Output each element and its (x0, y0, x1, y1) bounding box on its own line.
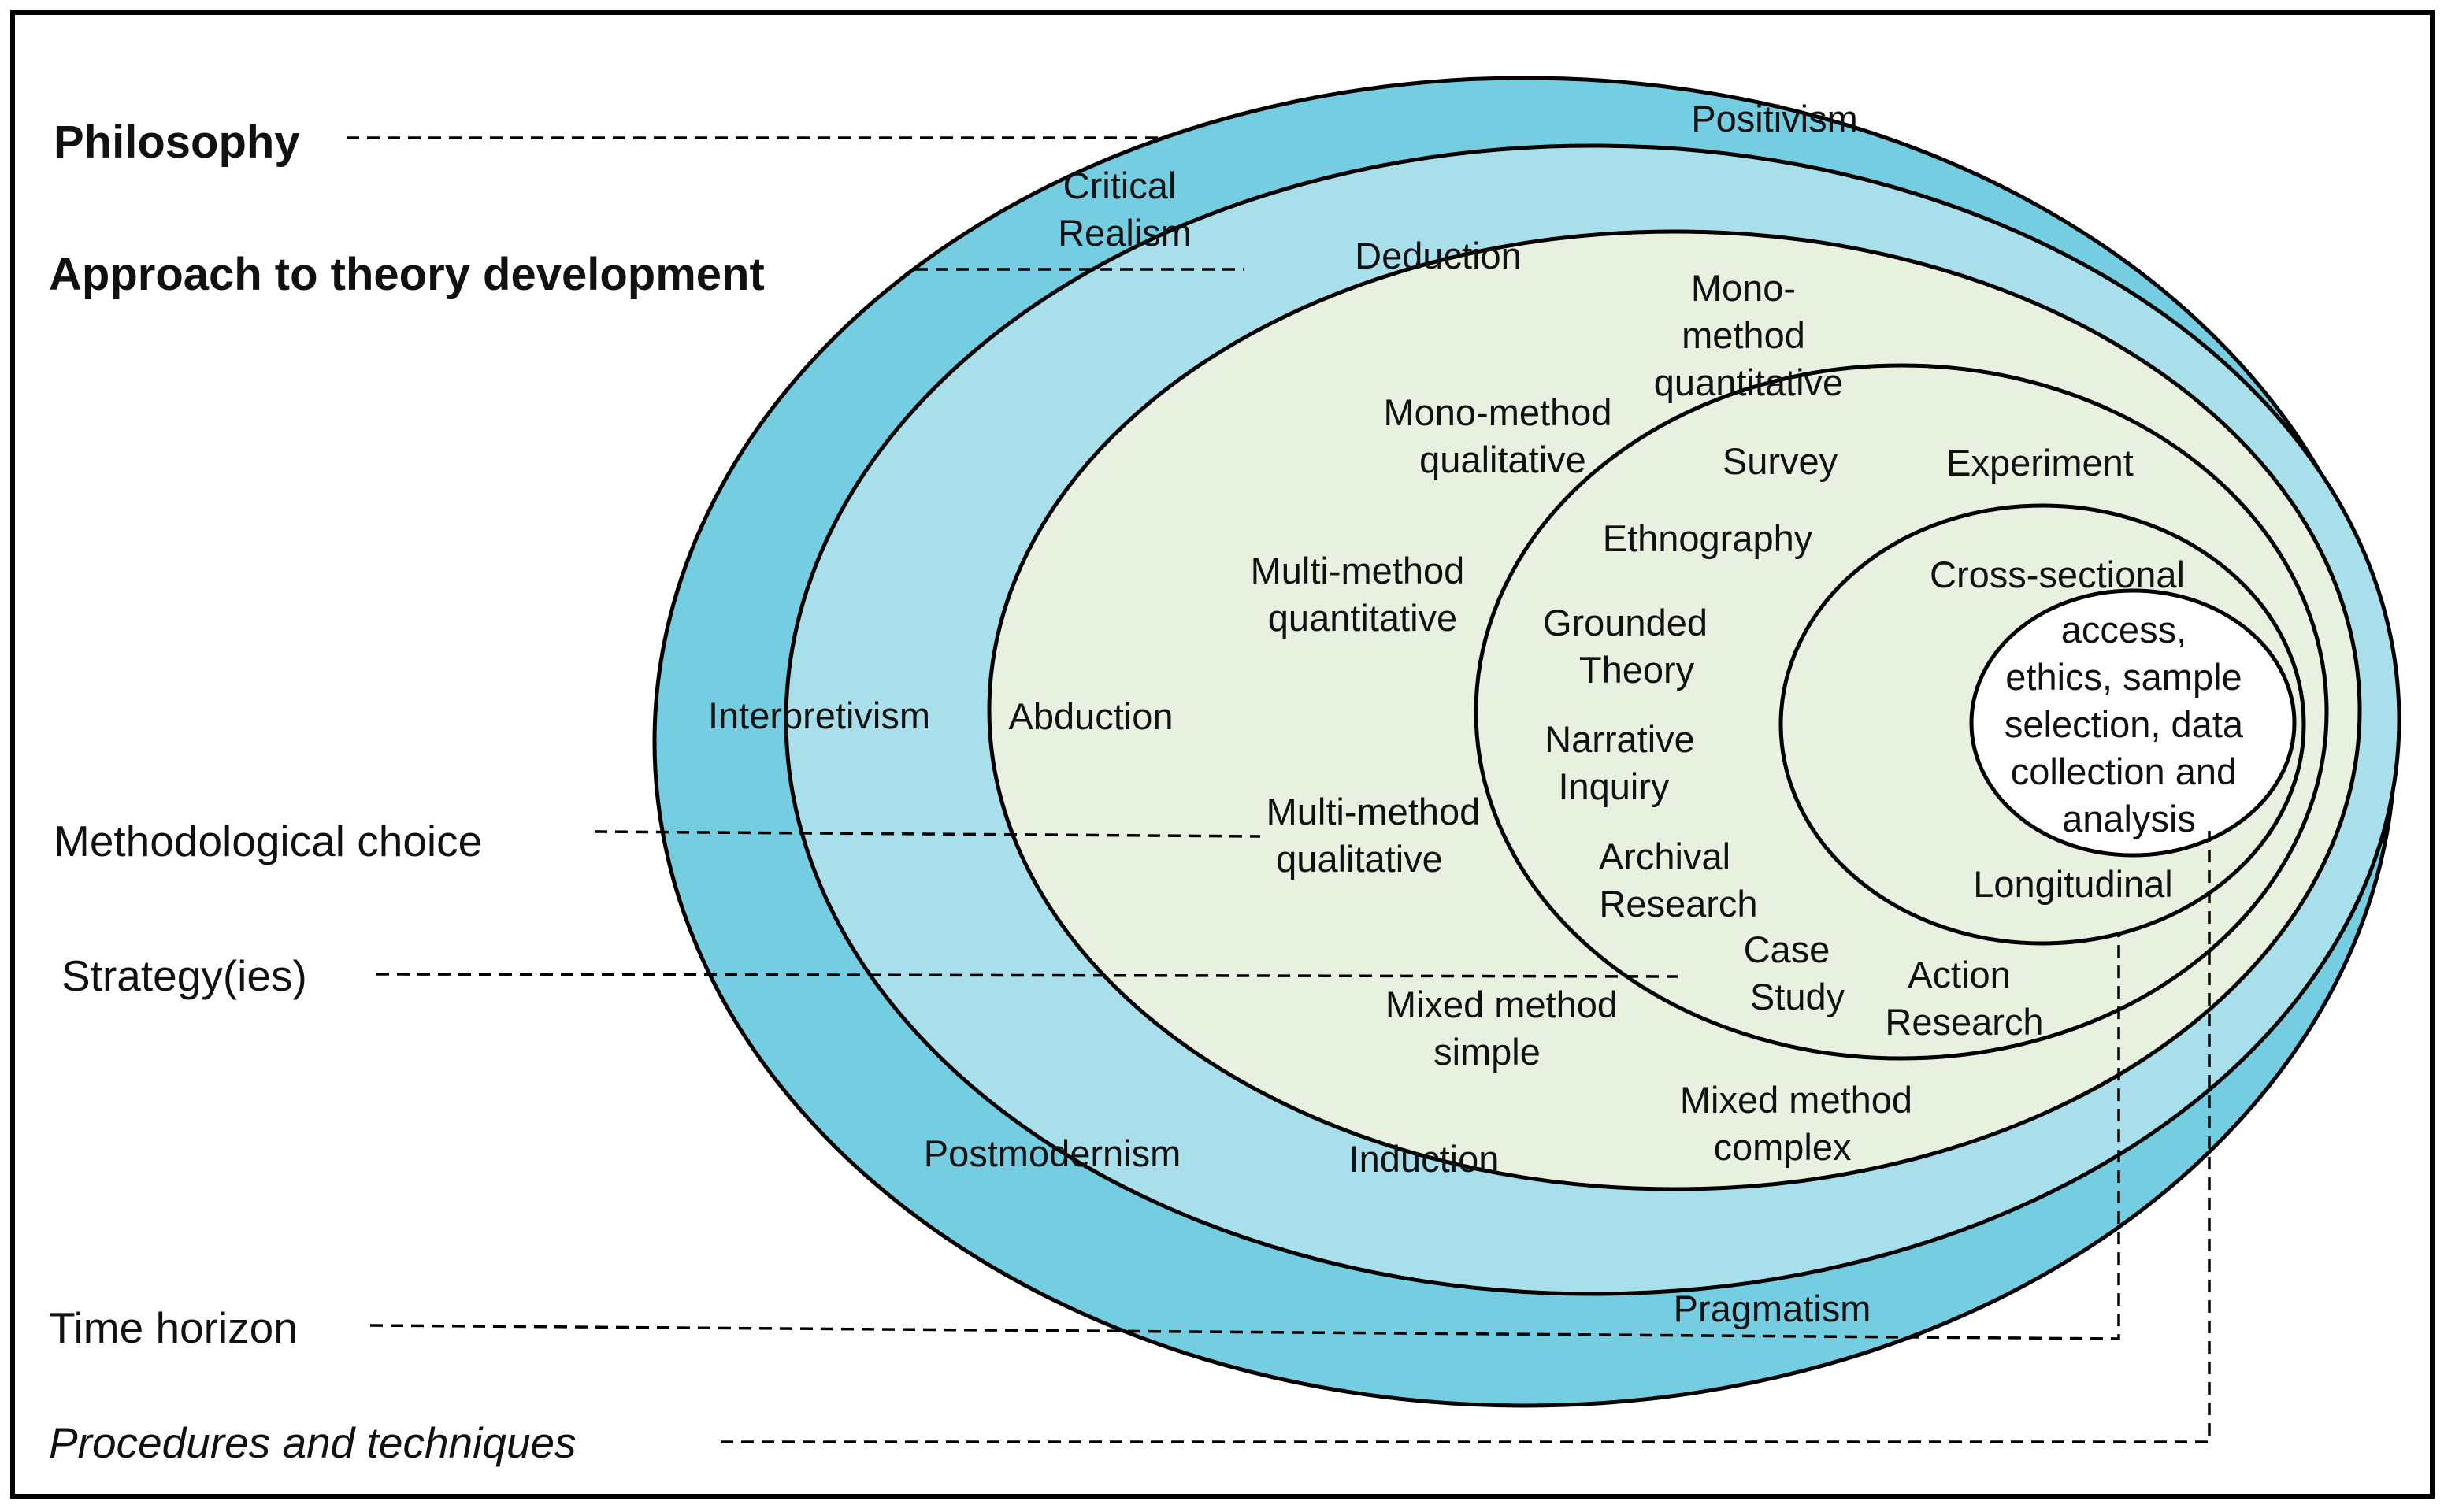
core-line-2: ethics, sample (2005, 656, 2242, 698)
onion-layers (652, 76, 2401, 1408)
multi-quant-line-2: quantitative (1268, 597, 1457, 639)
grounded-theory-line-1: Grounded (1543, 602, 1708, 643)
methodological-choice-labels: Mono- method quantitative Mono-method qu… (1251, 267, 1923, 1168)
postmodernism-label: Postmodernism (924, 1132, 1181, 1174)
leader-strategies (376, 973, 1678, 978)
mixed-simple-line-2: simple (1433, 1031, 1541, 1073)
multi-qual-line-1: Multi-method (1267, 791, 1481, 832)
core-line-5: analysis (2062, 798, 2196, 839)
longitudinal-label: Longitudinal (1973, 863, 2173, 905)
layer-legend: Philosophy Approach to theory developmen… (49, 117, 765, 1467)
experiment-label: Experiment (1946, 442, 2134, 484)
survey-label: Survey (1723, 440, 1838, 482)
positivism-label: Positivism (1691, 98, 1858, 139)
leader-time-horizon (369, 933, 2120, 1340)
interpretivism-label: Interpretivism (708, 695, 930, 736)
multi-qual-line-2: qualitative (1276, 838, 1443, 880)
label-time-horizon: Time horizon (49, 1303, 298, 1352)
procedures-core-text: access, ethics, sample selection, data c… (2005, 609, 2253, 839)
core-line-1: access, (2061, 609, 2186, 650)
leader-procedures (721, 831, 2211, 1443)
label-methodological-choice: Methodological choice (54, 817, 482, 865)
ethnography-label: Ethnography (1603, 517, 1813, 559)
narrative-inquiry-line-1: Narrative (1545, 718, 1695, 760)
procedures-core (1969, 588, 2297, 858)
induction-label: Induction (1349, 1138, 1500, 1180)
mono-qual-label: Mono-method qualitative (1383, 391, 1622, 480)
archival-research-label: Archival Research (1599, 836, 1758, 925)
mono-quant-line-3: quantitative (1654, 361, 1843, 403)
action-research-line-2: Research (1885, 1001, 2043, 1043)
deduction-label: Deduction (1355, 235, 1522, 276)
mixed-complex-label: Mixed method complex (1680, 1079, 1923, 1168)
label-procedures: Procedures and techniques (49, 1418, 577, 1467)
critical-realism-line-1: Critical (1063, 165, 1177, 206)
label-philosophy: Philosophy (54, 117, 300, 168)
leader-lines (347, 136, 2211, 1443)
multi-quant-line-1: Multi-method (1251, 550, 1465, 591)
grounded-theory-label: Grounded Theory (1543, 602, 1718, 691)
critical-realism-label: Critical Realism (1058, 165, 1192, 254)
mono-qual-line-2: qualitative (1419, 439, 1586, 480)
case-study-line-2: Study (1750, 976, 1845, 1017)
pragmatism-label: Pragmatism (1674, 1288, 1871, 1329)
narrative-inquiry-label: Narrative Inquiry (1545, 718, 1705, 807)
philosophy-labels: Positivism Critical Realism Interpretivi… (708, 98, 1871, 1329)
approach-labels: Deduction Abduction Induction (1008, 235, 1521, 1180)
critical-realism-line-2: Realism (1058, 212, 1192, 254)
case-study-line-1: Case (1744, 928, 1830, 970)
multi-qual-label: Multi-method qualitative (1267, 791, 1491, 880)
mono-quant-line-1: Mono- (1691, 267, 1796, 309)
mixed-simple-label: Mixed method simple (1385, 984, 1628, 1073)
label-approach: Approach to theory development (49, 249, 765, 300)
mixed-simple-line-1: Mixed method (1385, 984, 1618, 1025)
archival-research-line-1: Archival (1599, 836, 1730, 877)
action-research-line-1: Action (1908, 954, 2011, 995)
abduction-label: Abduction (1008, 695, 1173, 737)
mixed-complex-line-1: Mixed method (1680, 1079, 1912, 1121)
strategy-labels: Survey Experiment Ethnography Grounded T… (1543, 440, 2134, 1043)
narrative-inquiry-line-2: Inquiry (1558, 765, 1670, 807)
core-line-3: selection, data (2005, 703, 2244, 745)
time-horizon-labels: Cross-sectional Longitudinal (1930, 554, 2185, 905)
multi-quant-label: Multi-method quantitative (1251, 550, 1475, 639)
core-line-4: collection and (2011, 750, 2237, 792)
mono-qual-line-1: Mono-method (1383, 391, 1611, 433)
case-study-label: Case Study (1744, 928, 1845, 1017)
archival-research-line-2: Research (1599, 883, 1757, 925)
mixed-complex-line-2: complex (1713, 1126, 1851, 1168)
grounded-theory-line-2: Theory (1579, 649, 1695, 691)
label-strategies: Strategy(ies) (61, 951, 307, 1000)
mono-quant-label: Mono- method quantitative (1654, 267, 1843, 403)
action-research-label: Action Research (1885, 954, 2043, 1043)
mono-quant-line-2: method (1682, 314, 1805, 356)
cross-sectional-label: Cross-sectional (1930, 554, 2185, 595)
leader-methodological-choice (594, 830, 1261, 838)
